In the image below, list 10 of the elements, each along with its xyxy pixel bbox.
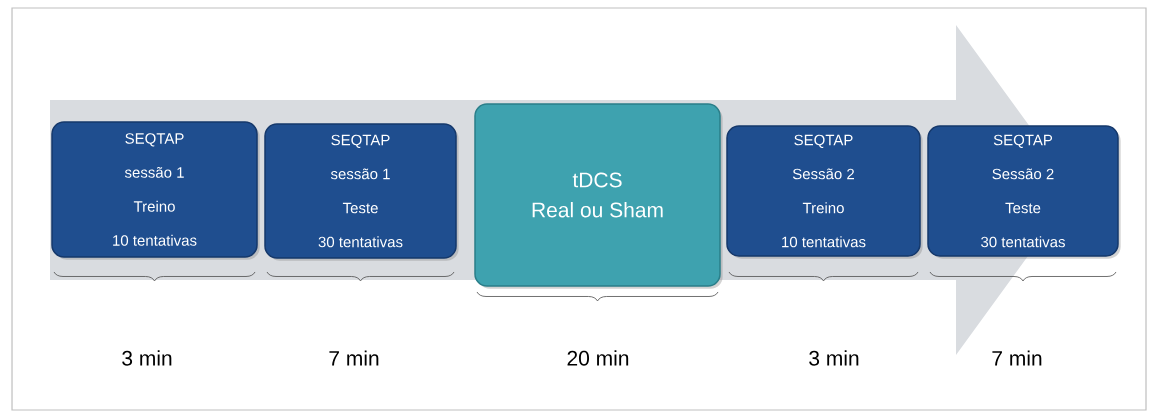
duration-label: 20 min (567, 350, 629, 366)
process-box: SEQTAP sessão 1 Treino 10 tentativas (51, 121, 260, 260)
duration-label: 7 min (329, 350, 379, 366)
process-box: SEQTAP sessão 1 Teste 30 tentativas (264, 123, 459, 261)
process-box: SEQTAP Sessão 2 Treino 10 tentativas (726, 125, 923, 259)
stimulation-box: tDCS Real ou Sham (474, 103, 723, 289)
process-box: SEQTAP Sessão 2 Teste 30 tentativas (927, 125, 1121, 259)
duration-label: 3 min (122, 350, 172, 366)
duration-label: 7 min (992, 350, 1042, 366)
duration-label: 3 min (809, 350, 859, 366)
